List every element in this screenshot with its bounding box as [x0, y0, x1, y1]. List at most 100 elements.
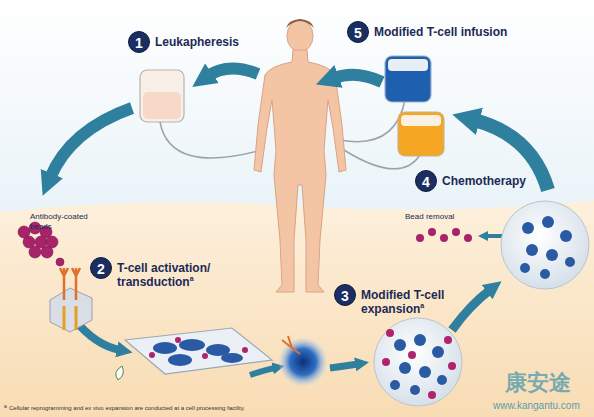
- bead: [464, 234, 472, 242]
- cell: [522, 222, 534, 234]
- iv-tube: [340, 100, 405, 142]
- cell: [560, 230, 572, 242]
- leukapheresis-bag: [140, 70, 184, 122]
- watermark: 康安途: [505, 370, 585, 396]
- bead: [56, 258, 64, 266]
- bead: [41, 246, 53, 258]
- flow-arrow: [208, 68, 258, 76]
- harvested-cells: [501, 201, 589, 289]
- bead: [29, 246, 41, 258]
- flow-arrow: [330, 364, 358, 368]
- antibody-symbol: [282, 336, 300, 354]
- cell: [153, 342, 177, 354]
- bead: [416, 234, 424, 242]
- bead: [149, 352, 155, 358]
- step-name: Modified T-cell expansion: [361, 288, 444, 316]
- cell: [414, 334, 426, 346]
- chemotherapy-bag: [398, 112, 444, 156]
- footnote-marker: a: [190, 275, 194, 282]
- cell: [390, 380, 400, 390]
- transduced-cell: [279, 338, 327, 386]
- callout-number: 2: [90, 257, 112, 279]
- expanded-cells: [390, 334, 447, 395]
- bead: [448, 362, 456, 370]
- bag-label: [388, 59, 428, 71]
- bead: [382, 358, 390, 366]
- expansion-culture: [374, 318, 462, 406]
- callout-number: 3: [334, 284, 356, 306]
- bead: [242, 347, 248, 353]
- culture-flask: [125, 328, 272, 374]
- cell: [394, 339, 406, 351]
- cell: [546, 249, 558, 261]
- iv-tube: [160, 122, 262, 158]
- leaf-symbol: [116, 366, 124, 380]
- cell: [168, 354, 192, 366]
- step-label: Modified T-cell infusion: [374, 21, 564, 39]
- cell: [432, 346, 444, 358]
- bead: [428, 391, 436, 399]
- process-step: 1 Leukapheresis: [128, 31, 305, 53]
- step-label: Chemotherapy: [442, 170, 562, 188]
- callout-number: 1: [128, 31, 150, 53]
- t-cell: [50, 288, 92, 332]
- step-name: Modified T-cell infusion: [374, 25, 507, 39]
- step-label: T-cell activation/ transductiona: [117, 257, 229, 289]
- removed-beads: [416, 228, 472, 242]
- patient-hair: [286, 19, 314, 28]
- process-step: 3Modified T-cell expansiona: [334, 284, 461, 316]
- flow-arrow: [452, 290, 490, 330]
- cell: [419, 366, 431, 378]
- process-step: 5 Modified T-cell infusion: [347, 21, 564, 43]
- cell: [542, 216, 554, 228]
- antibody-symbol: [72, 268, 80, 300]
- bead: [408, 351, 416, 359]
- cell: [526, 244, 538, 256]
- patient-head: [287, 20, 313, 52]
- lab-background: [0, 200, 594, 417]
- receptor-symbol: [64, 306, 76, 330]
- cell: [565, 257, 575, 267]
- bag-label: [401, 115, 441, 126]
- step-name: T-cell activation/ transduction: [117, 261, 210, 289]
- cell: [437, 375, 447, 385]
- footnote-marker: a: [420, 302, 424, 309]
- antibody-symbol: [60, 268, 68, 300]
- flow-arrow: [250, 368, 275, 375]
- cell: [410, 385, 420, 395]
- step-name: Leukapheresis: [155, 35, 239, 49]
- flow-arrow: [50, 108, 132, 178]
- patient-body: [254, 50, 346, 292]
- flask-cells: [153, 339, 243, 366]
- flow-arrow: [334, 75, 382, 82]
- part-name: Bead removal: [405, 212, 485, 222]
- process-step: 2T-cell activation/ transductiona: [90, 257, 229, 289]
- step-label: Modified T-cell expansiona: [361, 284, 461, 316]
- infusion-bag: [385, 56, 431, 102]
- bead: [444, 336, 452, 344]
- cell: [179, 339, 205, 351]
- callout-number: 4: [415, 170, 437, 192]
- step-label: Leukapheresis: [155, 31, 305, 49]
- process-step: 4 Chemotherapy: [415, 170, 562, 192]
- step-name: Chemotherapy: [442, 174, 526, 188]
- cell: [221, 353, 243, 363]
- footnote: Cellular reprogramming and ex vivo expan…: [9, 405, 389, 412]
- cell: [399, 362, 411, 374]
- bead: [202, 353, 208, 359]
- bag-contents: [143, 92, 181, 119]
- bead: [440, 234, 448, 242]
- harvested-cell-group: [520, 216, 575, 279]
- cell: [520, 263, 530, 273]
- part-name: Antibody-coated beads: [30, 212, 110, 232]
- flask-beads: [149, 337, 248, 359]
- watermark: www.kangantu.com: [493, 400, 593, 412]
- bead: [175, 337, 181, 343]
- bead: [452, 228, 460, 236]
- expansion-beads: [382, 329, 456, 399]
- bead: [386, 329, 394, 337]
- callout-number: 5: [347, 21, 369, 43]
- cell: [540, 269, 550, 279]
